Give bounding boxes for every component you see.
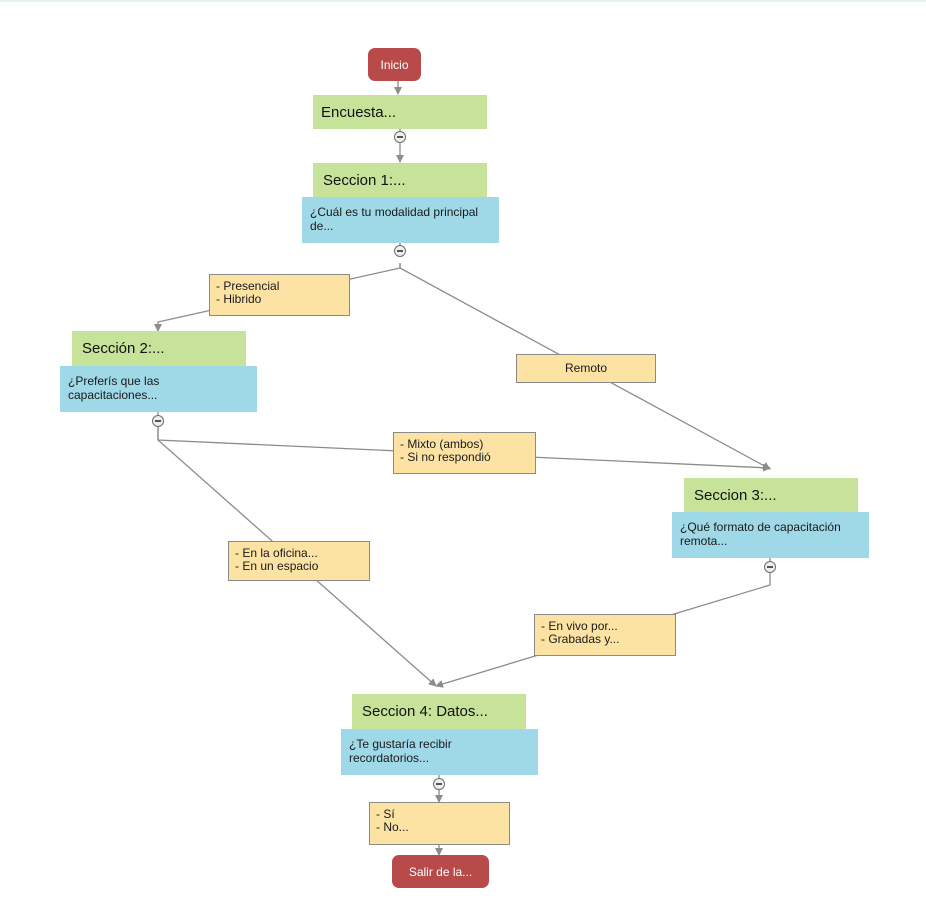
collapse-minus-icon[interactable] (394, 245, 406, 257)
collapse-minus-icon[interactable] (764, 561, 776, 573)
section2-title[interactable]: Sección 2:... (72, 331, 246, 366)
start-node[interactable]: Inicio (368, 48, 421, 81)
answer-line: - Mixto (ambos) (400, 437, 484, 451)
section2-question[interactable]: ¿Preferís que las capacitaciones... (60, 366, 257, 412)
collapse-minus-icon[interactable] (394, 131, 406, 143)
top-divider (0, 0, 926, 2)
section4-title[interactable]: Seccion 4: Datos... (352, 694, 526, 729)
section3-title[interactable]: Seccion 3:... (684, 478, 858, 513)
answer-si-no[interactable]: - Sí - No... (369, 802, 510, 845)
answer-remoto[interactable]: Remoto (516, 354, 656, 383)
section1-question[interactable]: ¿Cuál es tu modalidad principal de... (302, 197, 499, 243)
answer-line: - Sí (376, 807, 395, 821)
answer-line: - Presencial (216, 279, 280, 293)
answer-line: - No... (376, 820, 409, 834)
answer-line: - En la oficina... (235, 546, 318, 560)
answer-line: - En vivo por... (541, 619, 618, 633)
connector-oficina-section4 (157, 427, 437, 687)
answer-line: - Si no respondió (400, 450, 491, 464)
collapse-minus-icon[interactable] (152, 415, 164, 427)
answer-mixto[interactable]: - Mixto (ambos) - Si no respondió (393, 432, 536, 474)
section4-question[interactable]: ¿Te gustaría recibir recordatorios... (341, 729, 538, 775)
answer-presencial-hibrido[interactable]: - Presencial - Hibrido (209, 274, 350, 316)
survey-node[interactable]: Encuesta... (313, 95, 487, 129)
section1-title[interactable]: Seccion 1:... (313, 163, 487, 197)
answer-oficina[interactable]: - En la oficina... - En un espacio (228, 541, 370, 581)
collapse-minus-icon[interactable] (433, 778, 445, 790)
end-node[interactable]: Salir de la... (392, 855, 489, 888)
answer-line: - En un espacio (235, 559, 319, 573)
answer-line: - Hibrido (216, 292, 262, 306)
answer-envivo[interactable]: - En vivo por... - Grabadas y... (534, 614, 676, 656)
section3-question[interactable]: ¿Qué formato de capacitación remota... (672, 512, 869, 558)
connector-remoto-section3 (399, 263, 771, 470)
answer-line: - Grabadas y... (541, 632, 620, 646)
